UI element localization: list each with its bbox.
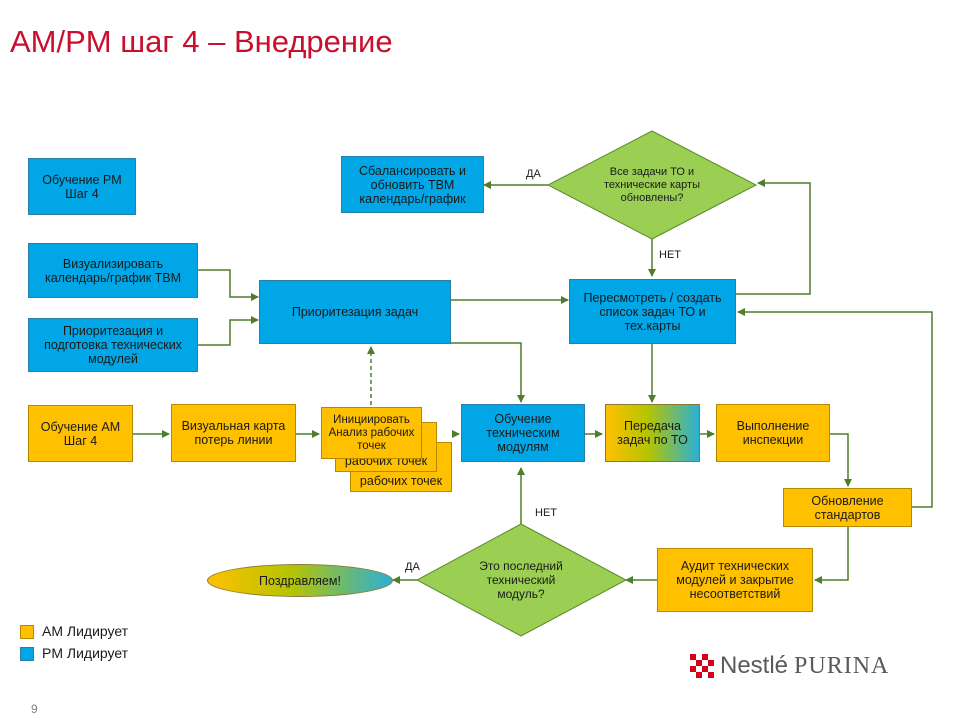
node-balance-tbm: Сбалансировать и обновить TBM календарь/… bbox=[341, 156, 484, 213]
legend-am-swatch bbox=[20, 625, 34, 639]
logo-brand: Nestlé bbox=[720, 652, 789, 679]
node-prioritize-tasks: Приоритезация задач bbox=[259, 280, 451, 344]
edge-prioritize-to-training bbox=[451, 342, 525, 403]
purina-checkerboard-icon bbox=[690, 654, 714, 678]
legend-am-label: AM Лидирует bbox=[42, 623, 129, 639]
edge-standards-to-review bbox=[737, 308, 933, 508]
legend-pm-swatch bbox=[20, 647, 34, 661]
decision-last-module-diamond bbox=[415, 523, 628, 637]
label-yes-top: ДА bbox=[526, 168, 541, 180]
logo-product: PURINA bbox=[794, 653, 890, 679]
label-yes-bottom: ДА bbox=[405, 561, 420, 573]
edge-standards-to-audit bbox=[814, 527, 849, 584]
edge-modules-to-prioritize bbox=[198, 316, 259, 346]
edge-review-to-decision bbox=[736, 179, 811, 295]
node-initiate-analysis: Инициировать Анализ рабочих точек bbox=[321, 407, 422, 459]
node-update-standards: Обновление стандартов bbox=[783, 488, 912, 527]
page-number: 9 bbox=[31, 702, 38, 716]
legend-pm-label: PM Лидирует bbox=[42, 645, 129, 661]
node-visualize-tbm: Визуализировать календарь/график TBM bbox=[28, 243, 198, 298]
decision-all-tasks-text: Все задачи ТО и технические карты обновл… bbox=[604, 165, 700, 204]
page-title: AM/PM шаг 4 – Внедрение bbox=[10, 24, 393, 59]
label-no-top: НЕТ bbox=[659, 249, 681, 261]
label-no-bottom: НЕТ bbox=[535, 507, 557, 519]
node-congrats: Поздравляем! bbox=[207, 564, 393, 597]
decision-all-tasks-diamond bbox=[546, 130, 758, 240]
edge-inspection-to-standards bbox=[830, 433, 852, 487]
decision-last-module-text: Это последний технический модуль? bbox=[479, 559, 563, 601]
node-perform-inspections: Выполнение инспекции bbox=[716, 404, 830, 462]
node-pm-training: Обучение PM Шаг 4 bbox=[28, 158, 136, 215]
node-tech-module-training: Обучение техническим модулям bbox=[461, 404, 585, 462]
node-am-training: Обучение AM Шаг 4 bbox=[28, 405, 133, 462]
node-review-list: Пересмотреть / создать список задач ТО и… bbox=[569, 279, 736, 344]
node-loss-map: Визуальная карта потерь линии bbox=[171, 404, 296, 462]
node-transfer-tasks: Передача задач по ТО bbox=[605, 404, 700, 462]
edge-visualize-to-prioritize bbox=[198, 269, 259, 301]
node-prioritize-modules: Приоритезация и подготовка технических м… bbox=[28, 318, 198, 372]
nestle-purina-logo: Nestlé PURINA bbox=[720, 652, 889, 680]
node-audit-modules: Аудит технических модулей и закрытие нес… bbox=[657, 548, 813, 612]
